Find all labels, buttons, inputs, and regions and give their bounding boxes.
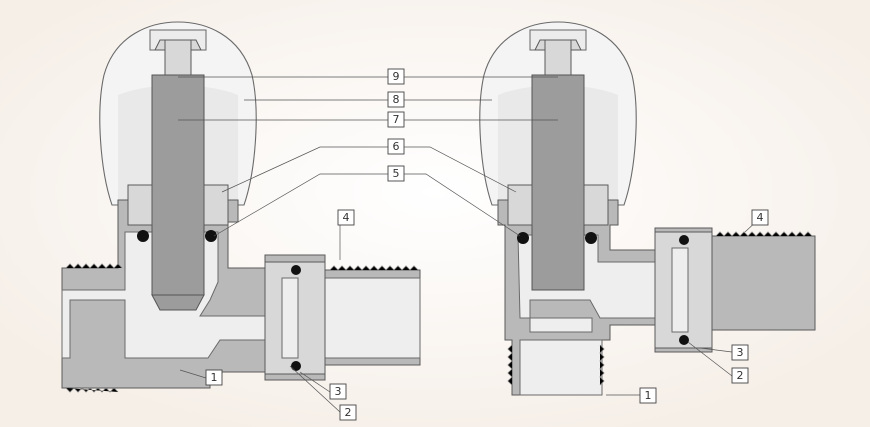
stem-top (544, 39, 572, 76)
callout-2: 2 (339, 404, 357, 421)
thread-left (65, 263, 123, 393)
callout-8: 8 (387, 91, 405, 108)
spindle (151, 74, 205, 296)
leader-r2 (687, 341, 733, 377)
callout-1: 1 (205, 369, 223, 386)
callout-9: 9 (387, 68, 405, 85)
angle-valve: 4 3 2 1 (404, 21, 816, 404)
leader-6 (221, 146, 388, 193)
union-insert (281, 277, 299, 359)
union-o-ring (679, 335, 689, 345)
callout-label: 6 (393, 140, 400, 153)
leader-6-right (404, 146, 517, 193)
callout-r3: 3 (731, 344, 749, 361)
thread-tail (715, 231, 813, 237)
spindle (531, 74, 585, 291)
thread-right (329, 265, 419, 271)
leader-r3 (699, 347, 733, 353)
callout-7: 7 (387, 111, 405, 128)
callout-6: 6 (387, 138, 405, 155)
union-o-ring (291, 361, 301, 371)
leader-5-right (404, 173, 521, 237)
spindle-tip (151, 294, 205, 311)
union-insert (671, 247, 689, 333)
callout-label: 4 (343, 211, 350, 224)
callout-4: 4 (337, 209, 355, 226)
leader-3 (299, 371, 331, 393)
callout-r2: 2 (731, 367, 749, 384)
callout-r4: 4 (751, 209, 769, 226)
stem-top (164, 39, 192, 76)
callout-5: 5 (387, 165, 405, 182)
gland-nut-left (127, 184, 153, 226)
callout-label: 1 (645, 389, 652, 402)
outlet-bore (519, 339, 603, 396)
callout-label: 7 (393, 113, 400, 126)
callout-label: 1 (211, 371, 218, 384)
o-ring (585, 232, 597, 244)
union-o-ring (291, 265, 301, 275)
callout-label: 8 (393, 93, 400, 106)
leader-5 (213, 173, 388, 237)
callout-label: 2 (737, 369, 744, 382)
callout-r1: 1 (639, 387, 657, 404)
callout-label: 3 (335, 385, 342, 398)
callout-label: 9 (393, 70, 400, 83)
callout-label: 4 (757, 211, 764, 224)
o-ring (205, 230, 217, 242)
leader-2 (289, 365, 341, 413)
thread-bottom (507, 344, 605, 386)
o-ring (517, 232, 529, 244)
seat-bore (529, 317, 593, 333)
callout-label: 2 (345, 406, 352, 419)
gland-nut-left (507, 184, 533, 226)
o-ring (137, 230, 149, 242)
gland-nut-right (583, 184, 609, 226)
callout-3: 3 (329, 383, 347, 400)
callout-label: 3 (737, 346, 744, 359)
union-o-ring (679, 235, 689, 245)
gland-nut-right (203, 184, 229, 226)
callout-label: 5 (393, 167, 400, 180)
straight-valve: 9 8 7 6 5 4 3 2 (61, 21, 421, 421)
leader-1 (179, 369, 207, 379)
